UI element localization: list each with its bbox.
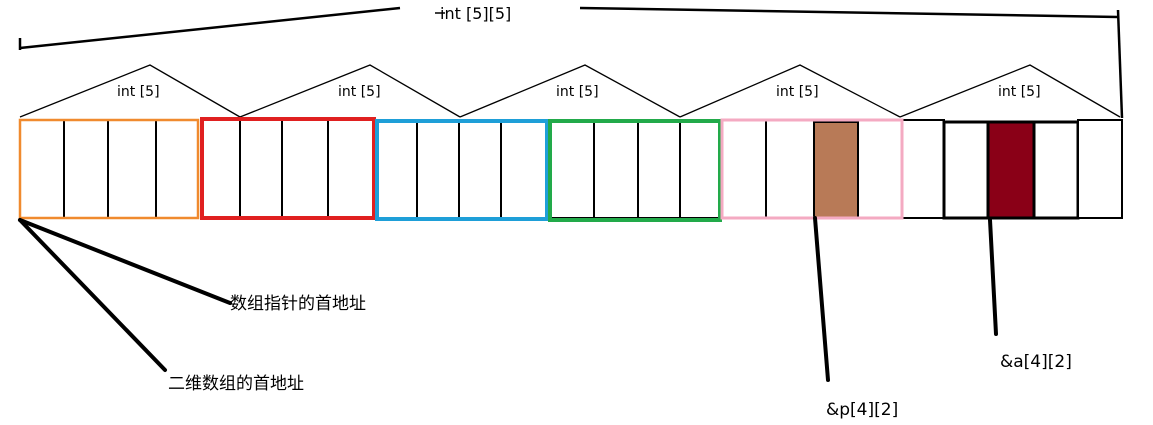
two-d-array-start-label: 二维数组的首地址 <box>168 374 304 394</box>
array-pointer-start-label: 数组指针的首地址 <box>230 294 366 314</box>
sub-type-label-5: int [5] <box>998 84 1041 100</box>
sub-type-label-1: int [5] <box>117 84 160 100</box>
a-4-2-label: &a[4][2] <box>1000 352 1072 372</box>
sub-type-label-3: int [5] <box>556 84 599 100</box>
group-5-border <box>720 118 904 220</box>
sub-type-label-2: int [5] <box>338 84 381 100</box>
pointer-lines <box>18 216 998 382</box>
group-1-border <box>18 118 200 220</box>
cell-p-4-2 <box>813 121 859 219</box>
outer-type-label: int [5][5] <box>440 4 511 23</box>
group-2-border <box>200 117 376 220</box>
sub-brackets <box>19 64 1121 118</box>
cell-a-4-2 <box>986 120 1036 220</box>
group-3-border <box>375 119 549 221</box>
memory-cells <box>19 119 1123 220</box>
sub-type-label-4: int [5] <box>776 84 819 100</box>
outer-bracket <box>18 6 1124 119</box>
p-4-2-label: &p[4][2] <box>826 400 898 420</box>
group-4-border <box>548 119 722 222</box>
